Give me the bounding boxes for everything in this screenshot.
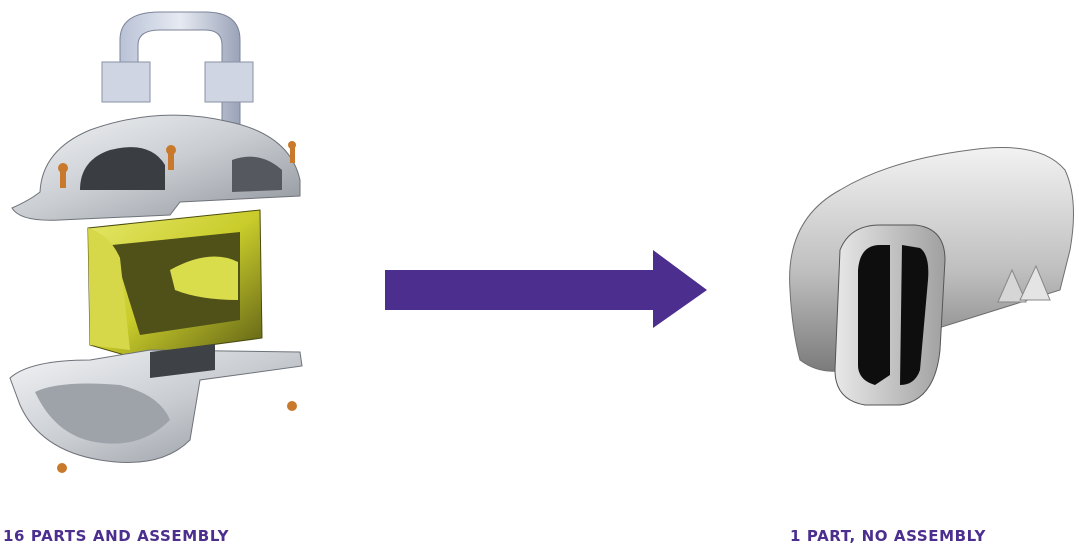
transition-arrow: [385, 250, 707, 328]
multi-part-assembly-illustration: [9, 11, 303, 473]
right-caption: 1 PART, NO ASSEMBLY: [790, 527, 986, 545]
yellow-insert: [87, 209, 263, 357]
upper-housing: [11, 114, 301, 221]
left-caption: 16 PARTS AND ASSEMBLY: [3, 527, 230, 545]
lower-housing: [9, 344, 303, 463]
duct-body: [789, 147, 1075, 406]
clamp-bracket: [101, 11, 254, 131]
mounting-tabs: [997, 264, 1051, 303]
single-part-illustration: [789, 147, 1075, 406]
